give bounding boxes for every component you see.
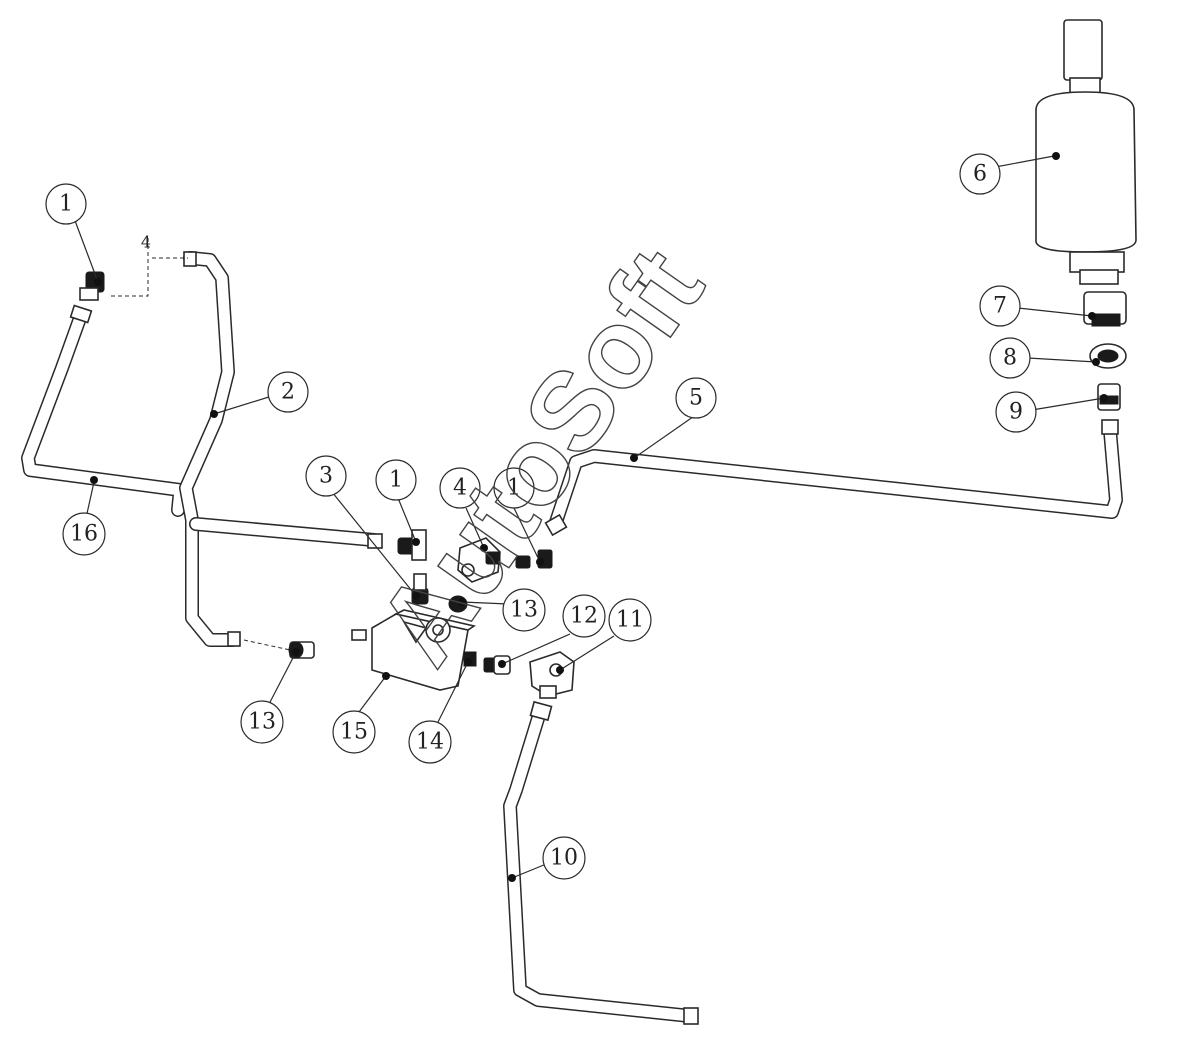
- callout-11: 11: [608, 598, 652, 642]
- leader-lines: [73, 155, 1105, 879]
- callouts: 1 2 16 3 1 4 1 5: [45, 153, 1037, 880]
- callout-label: 7: [993, 294, 1007, 319]
- callout-3: 3: [305, 455, 347, 497]
- pipe-end-nuts: [69, 251, 1119, 1025]
- callout-label: 10: [550, 846, 578, 871]
- callout-8: 8: [989, 337, 1031, 379]
- callout-12: 12: [562, 594, 606, 638]
- pipe-connector: [189, 517, 381, 547]
- callout-9: 9: [995, 391, 1037, 433]
- callout-label: 2: [281, 380, 295, 405]
- callout-13-upper: 13: [502, 588, 546, 632]
- valve-block: [351, 609, 476, 691]
- callout-label: 16: [70, 522, 98, 547]
- callout-label: 13: [248, 710, 276, 735]
- callout-label: 15: [340, 720, 368, 745]
- callout-label: 14: [416, 730, 444, 755]
- callout-label: 9: [1009, 400, 1023, 425]
- pipe-16: [21, 311, 187, 517]
- callout-5: 5: [675, 377, 717, 419]
- callout-label: 11: [616, 608, 644, 633]
- callout-label: 3: [319, 464, 333, 489]
- callout-label: 13: [510, 598, 538, 623]
- callout-label: 6: [973, 162, 987, 187]
- callout-13-lower: 13: [240, 700, 284, 744]
- dash-marker-label: 4: [141, 233, 151, 252]
- callout-16: 16: [62, 512, 106, 556]
- assembly-guide: 4: [108, 233, 291, 651]
- reference-dots: [90, 152, 1108, 882]
- callout-6: 6: [959, 153, 1001, 195]
- pipe-5: [549, 423, 1123, 529]
- callout-1-right: 1: [493, 467, 535, 509]
- callout-1-topleft: 1: [45, 183, 87, 225]
- callout-label: 4: [453, 476, 467, 501]
- callout-2: 2: [267, 371, 309, 413]
- callout-7: 7: [979, 285, 1021, 327]
- callout-1-middle: 1: [375, 459, 417, 501]
- callout-4: 4: [439, 467, 481, 509]
- callout-14: 14: [408, 720, 452, 764]
- callout-label: 5: [689, 386, 703, 411]
- callout-label: 12: [570, 604, 598, 629]
- callout-10: 10: [542, 836, 586, 880]
- accumulator-assembly: [1035, 19, 1137, 411]
- callout-label: 1: [59, 192, 73, 217]
- callout-label: 8: [1003, 346, 1017, 371]
- callout-label: 1: [389, 468, 403, 493]
- pipe-2: [179, 251, 239, 647]
- pipes: [21, 251, 1123, 1023]
- callout-15: 15: [332, 710, 376, 754]
- callout-label: 1: [507, 476, 521, 501]
- pipe-10: [503, 705, 697, 1023]
